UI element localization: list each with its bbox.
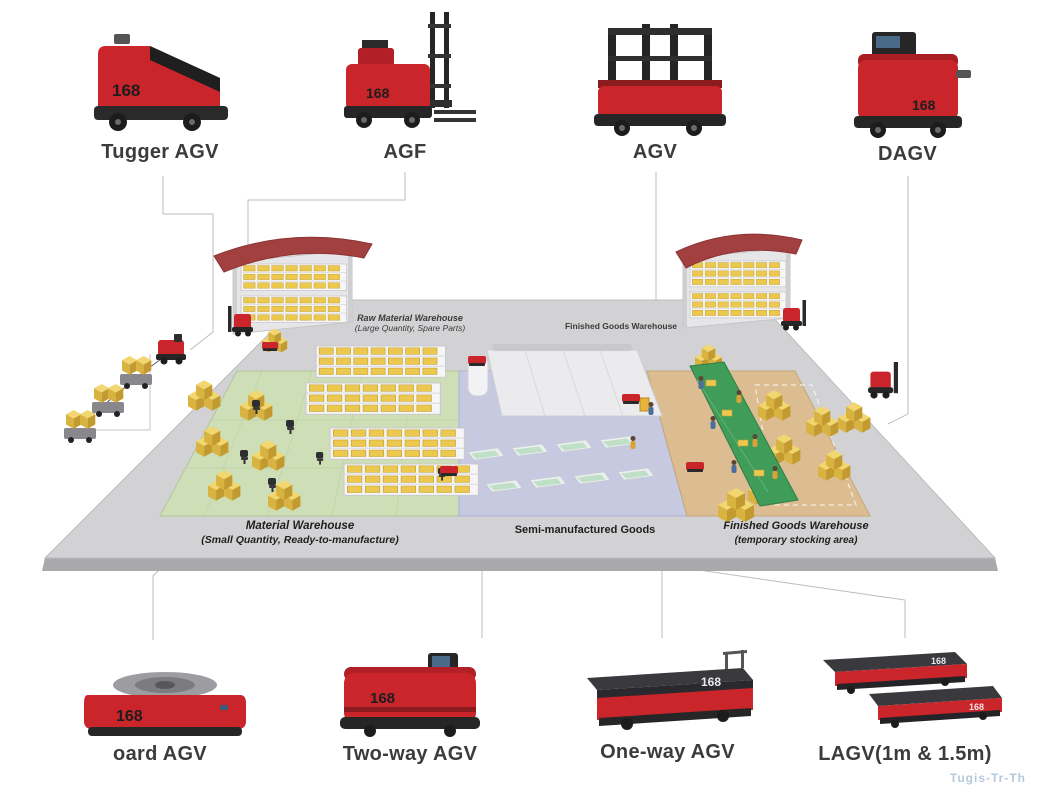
agf-image: 168 (332, 6, 477, 140)
tugger-agv-label: Tugger AGV (101, 141, 219, 163)
building-raw-material-warehouse (213, 236, 373, 337)
brand-logo-168: 168 (969, 702, 984, 712)
tugger-agv-image: 168 (70, 12, 260, 140)
machine-line (467, 344, 663, 417)
label-semi-manufactured: Semi-manufactured Goods (515, 524, 656, 536)
agf-label: AGF (383, 141, 427, 163)
tugger-train (64, 334, 186, 443)
label-material-2: (Small Quantity, Ready-to-manufacture) (201, 534, 399, 546)
agv-image (578, 16, 738, 138)
connector-dagv (887, 176, 909, 425)
watermark: Tugis-Tr-Th (949, 771, 1026, 785)
brand-logo-168: 168 (116, 708, 143, 725)
two-way-agv-body: 168 (340, 653, 480, 737)
agf-body: 168 (344, 12, 476, 128)
dagv-image: 168 (838, 22, 978, 138)
label-material-1: Material Warehouse (246, 520, 355, 532)
one-way-agv-body: 168 (587, 650, 753, 730)
building-finished-goods-warehouse (675, 233, 806, 331)
floor-labels: Raw Material Warehouse (Large Quantity, … (201, 313, 868, 546)
brand-logo-168: 168 (112, 81, 140, 100)
tugger-agv-body: 168 (94, 34, 228, 131)
one-way-agv-image: 168 (575, 648, 760, 733)
lagv-front-unit: 168 (869, 686, 1002, 728)
oard-agv-image: 168 (70, 645, 250, 740)
brand-logo-168: 168 (366, 85, 390, 101)
conveyor-line (689, 361, 799, 507)
brand-logo-168: 168 (701, 675, 721, 689)
lagv-image: 168 168 (805, 642, 1005, 740)
label-raw-material-2: (Large Quantity, Spare Parts) (355, 323, 466, 333)
label-finished-goods-2: (temporary stocking area) (735, 535, 858, 546)
agv-label: AGV (632, 141, 678, 163)
floor-side-face (42, 558, 998, 571)
factory-floor: Raw Material Warehouse (Large Quantity, … (42, 233, 998, 571)
lagv-rear-unit: 168 (823, 652, 967, 694)
lagv-label: LAGV(1m & 1.5m) (818, 743, 992, 765)
agv-body (594, 24, 726, 136)
label-raw-material-1: Raw Material Warehouse (357, 313, 463, 323)
brand-logo-168: 168 (912, 97, 936, 113)
one-way-agv-label: One-way AGV (600, 741, 735, 763)
roof-raw-material (213, 236, 373, 273)
roof-finished-goods (675, 233, 803, 269)
dagv-body: 168 (854, 32, 971, 138)
oard-agv-body: 168 (84, 672, 246, 736)
oard-agv-label: oard AGV (113, 743, 207, 765)
label-finished-goods-1: Finished Goods Warehouse (723, 520, 868, 532)
connector-tugger (162, 176, 214, 351)
two-way-agv-label: Two-way AGV (342, 743, 478, 765)
brand-logo-168: 168 (370, 690, 395, 707)
two-way-agv-image: 168 (330, 645, 490, 737)
brand-logo-168: 168 (931, 656, 946, 666)
dagv-label: DAGV (878, 143, 937, 165)
label-finished-goods-top: Finished Goods Warehouse (565, 321, 677, 331)
